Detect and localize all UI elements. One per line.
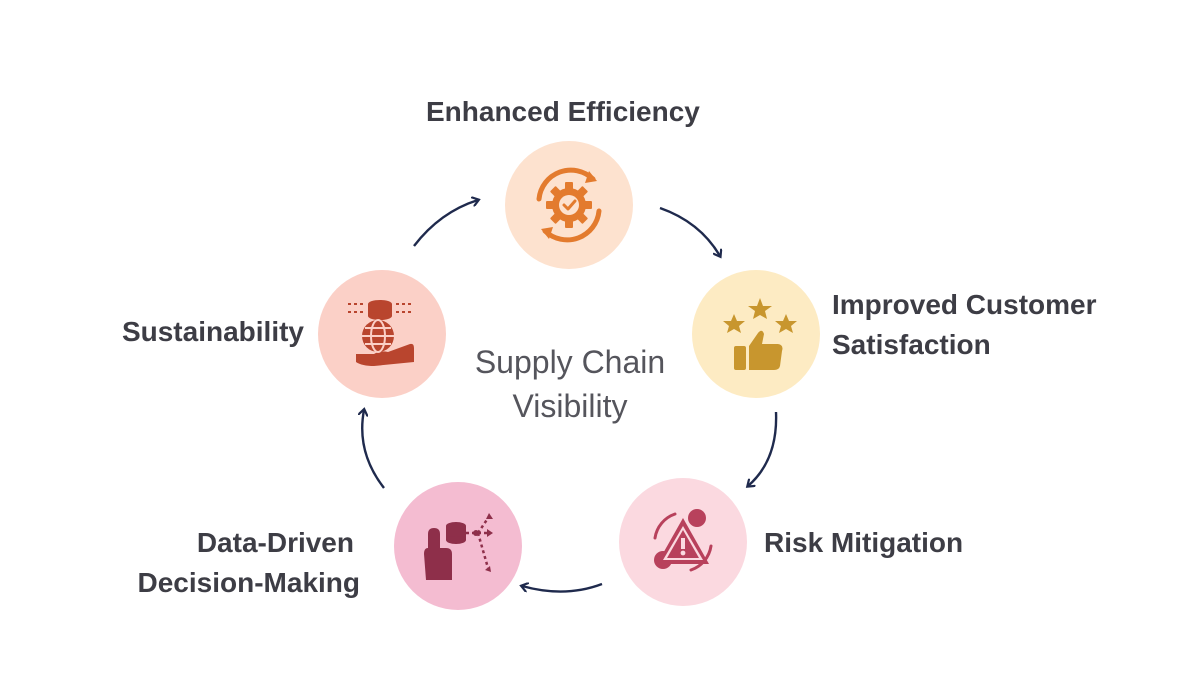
arrow-sustainability-to-efficiency — [413, 200, 478, 247]
arrow-data-to-sustainability — [362, 410, 385, 489]
label-line: Data-Driven — [196, 527, 354, 558]
label-line: Improved Customer — [832, 289, 1097, 320]
risk-mitigation-node — [619, 478, 747, 606]
label-sustainability: Sustainability — [60, 312, 304, 352]
label-risk-mitigation: Risk Mitigation — [764, 523, 963, 563]
sustainability-node — [318, 270, 446, 398]
label-line: Sustainability — [121, 316, 304, 347]
thumbs-up-stars-icon — [692, 270, 820, 398]
center-title: Supply Chain Visibility — [440, 340, 700, 428]
data-driven-node — [394, 482, 522, 610]
label-line: Decision-Making — [137, 567, 360, 598]
gear-cycle-icon — [505, 141, 633, 269]
efficiency-node — [505, 141, 633, 269]
center-title-line-1: Supply Chain — [474, 344, 666, 380]
arrow-risk-to-data — [522, 584, 603, 593]
warning-gears-icon — [619, 478, 747, 606]
label-line: Risk Mitigation — [764, 527, 964, 558]
globe-hand-icon — [318, 270, 446, 398]
label-line: Satisfaction — [832, 329, 991, 360]
label-data-driven-decision-making: Data-Driven Decision-Making — [100, 523, 360, 603]
center-title-line-2: Visibility — [512, 388, 628, 424]
hand-data-flow-icon — [394, 482, 522, 610]
label-enhanced-efficiency: Enhanced Efficiency — [426, 92, 700, 132]
arrow-efficiency-to-customer — [659, 206, 720, 256]
label-line: Enhanced Efficiency — [426, 96, 700, 127]
label-improved-customer-satisfaction: Improved Customer Satisfaction — [832, 285, 1097, 365]
arrow-customer-to-risk — [748, 411, 778, 486]
customer-satisfaction-node — [692, 270, 820, 398]
